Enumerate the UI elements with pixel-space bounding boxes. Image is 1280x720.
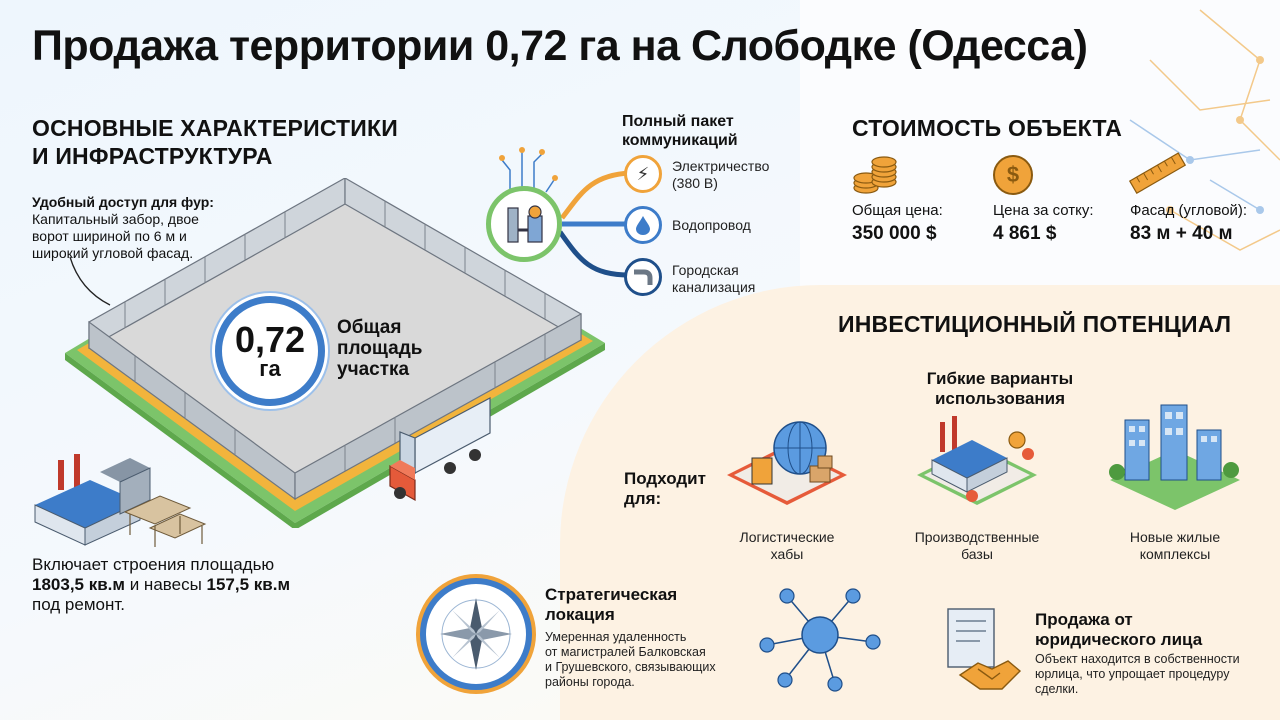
use-label-line: Новые жилые [1129,529,1221,545]
investment-heading: ИНВЕСТИЦИОННЫЙ ПОТЕНЦИАЛ [838,311,1232,337]
buildings-illustration [34,454,207,547]
flexible-uses-heading: Гибкие варианты использования [905,369,1095,409]
area-badge: 0,72 га [215,296,325,406]
cost-facade: Фасад (угловой): 83 м + 40 м [1130,202,1247,245]
coins-icon [853,156,897,194]
legal-entity-title-line: Продажа от [1035,610,1133,629]
location-description-line: и Грушевского, связывающих [545,660,716,674]
access-description: Удобный доступ для фур: Капитальный забо… [32,194,242,262]
suits-for-line: для: [624,489,662,508]
utilities-hub-icon [486,186,562,262]
characteristics-heading-line2: И ИНФРАСТРУКТУРА [32,143,273,169]
access-line: широкий угловой фасад. [32,245,194,261]
suits-for-label: Подходит для: [624,469,706,509]
buildings-area: 1803,5 кв.м [32,575,125,594]
pipes-icon [507,205,543,243]
pipe-icon [624,258,662,296]
area-label: Общая площадь участка [337,317,422,380]
access-line: Капитальный забор, двое [32,211,199,227]
location-title: Стратегическая локация [545,585,677,625]
utility-label-line: Городская [672,262,739,278]
fenced-plot-illustration [65,178,605,528]
cost-per-hundredth: Цена за сотку: 4 861 $ [993,202,1094,245]
area-label-line: площадь [337,338,423,359]
utility-label-line: Водопровод [672,217,751,233]
utilities-heading-line: коммуникаций [622,132,738,149]
utilities-heading: Полный пакет коммуникаций [622,112,738,150]
cost-heading: СТОИМОСТЬ ОБЪЕКТА [852,115,1123,141]
utility-sewer-label: Городская канализация [672,262,755,296]
cost-facade-label: Фасад (угловой): [1130,202,1248,219]
cost-total-value: 350 000 $ [852,223,937,244]
buildings-line: под ремонт. [32,595,125,614]
cost-total-label: Общая цена: [852,202,943,219]
document-handshake-icon [947,608,1022,690]
location-description-line: районы города. [545,675,635,689]
logistics-hub-icon [727,421,847,505]
location-description-line: от магистралей Балковская [545,645,706,659]
legal-entity-description-line: Объект находится в собственности [1035,652,1240,666]
residential-complex-icon [1109,404,1240,510]
characteristics-heading-line1: ОСНОВНЫЕ ХАРАКТЕРИСТИКИ [32,115,399,141]
ruler-icon [1128,152,1187,195]
use-residential-label: Новые жилые комплексы [1105,529,1245,563]
location-description-line: Умеренная удаленность [545,630,687,644]
use-label-line: Производственные [914,529,1040,545]
location-description: Умеренная удаленность от магистралей Бал… [545,630,716,690]
area-label-line: участка [337,359,410,380]
utility-water-label: Водопровод [672,217,751,234]
utility-label-line: канализация [672,279,756,295]
utility-label-line: Электричество [672,158,770,174]
canopy-area: 157,5 кв.м [206,575,291,594]
location-title-line: Стратегическая [545,585,678,604]
flexible-uses-line: использования [934,389,1066,408]
legal-entity-description: Объект находится в собственности юрлица,… [1035,652,1240,697]
water-drop-icon [624,206,662,244]
use-label-line: базы [961,546,993,562]
legal-entity-description-line: юрлица, что упрощает процедуру [1035,667,1230,681]
area-value: 0,72 [234,319,306,360]
page-title: Продажа территории 0,72 га на Слободке (… [32,22,1088,70]
compass-icon [420,578,532,690]
use-label-line: Логистические [739,529,835,545]
location-title-line: локация [545,605,615,624]
suits-for-line: Подходит [624,469,706,488]
cost-facade-value: 83 м + 40 м [1130,223,1233,244]
legal-entity-description-line: сделки. [1035,682,1079,696]
network-hub-icon [759,588,881,692]
utilities-heading-line: Полный пакет [622,113,734,130]
legal-entity-title-line: юридического лица [1035,630,1203,649]
cost-per-hundredth-label: Цена за сотку: [993,202,1094,219]
area-unit: га [259,356,281,381]
use-logistics-label: Логистические хабы [732,529,842,563]
access-title: Удобный доступ для фур: [32,194,214,210]
factory-base-icon [917,416,1037,505]
use-label-line: хабы [770,546,804,562]
utility-label-line: (380 В) [672,175,718,191]
characteristics-heading: ОСНОВНЫЕ ХАРАКТЕРИСТИКИ И ИНФРАСТРУКТУРА [32,114,398,170]
cost-total: Общая цена: 350 000 $ [852,202,943,245]
decorative-network-lines [1129,9,1280,251]
legal-entity-title: Продажа от юридического лица [1035,610,1202,650]
area-label-line: Общая [337,317,402,338]
cost-per-hundredth-value: 4 861 $ [993,223,1057,244]
buildings-description: Включает строения площадью 1803,5 кв.м и… [32,555,290,615]
dollar-coin-icon: $ [993,155,1033,195]
buildings-conjunction: и навесы [124,575,207,594]
pointer-line [69,256,111,306]
access-line: ворот шириной по 6 м и [32,228,187,244]
utilities-connector-diagram [499,147,631,278]
flexible-uses-line: Гибкие варианты [926,369,1074,388]
use-factory-label: Производственные базы [912,529,1042,563]
buildings-line: Включает строения площадью [32,555,275,574]
lightning-icon: ⚡ [624,155,662,193]
utility-electricity-label: Электричество (380 В) [672,158,769,192]
use-label-line: комплексы [1139,546,1211,562]
